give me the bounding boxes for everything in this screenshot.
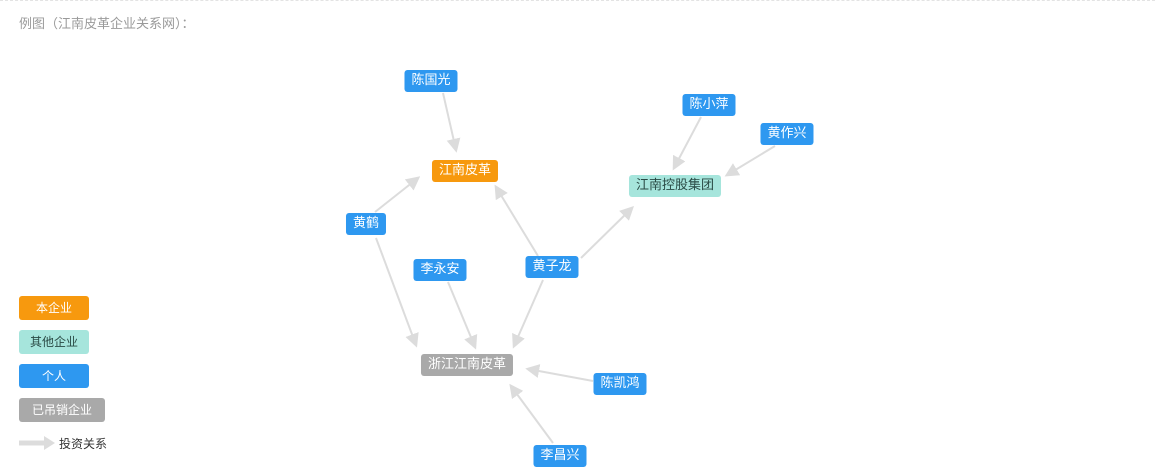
node-chen-guoguang[interactable]: 陈国光	[404, 70, 458, 92]
node-jiangnan-konggu[interactable]: 江南控股集团	[628, 175, 722, 197]
legend-revoked-enterprise: 已吊销企业	[19, 398, 105, 422]
node-huang-zuoxing[interactable]: 黄作兴	[760, 123, 814, 145]
top-divider	[0, 0, 1155, 1]
legend-self-enterprise: 本企业	[19, 296, 89, 320]
legend-investment-relation: 投资关系	[19, 433, 129, 453]
node-huang-zilong[interactable]: 黄子龙	[525, 256, 579, 278]
edge-chen_guoguang-jiangnan_pige	[442, 92, 461, 153]
node-li-changxing[interactable]: 李昌兴	[533, 445, 587, 467]
arrow-icon	[19, 436, 55, 450]
node-huang-he[interactable]: 黄鹤	[345, 213, 387, 235]
legend-person: 个人	[19, 364, 89, 388]
edge-chen_xiaoping-jiangnan_konggu	[672, 116, 702, 171]
node-jiangnan-pige[interactable]: 江南皮革	[431, 160, 499, 182]
diagram-title: 例图（江南皮革企业关系网）：	[19, 17, 195, 32]
legend: 本企业 其他企业 个人 已吊销企业 投资关系	[19, 296, 107, 451]
node-zhejiang-jiangnan-pige[interactable]: 浙江江南皮革	[420, 354, 514, 376]
edge-huang_zilong-jiangnan_pige	[494, 184, 539, 257]
node-chen-kaihong[interactable]: 陈凯鸿	[593, 373, 647, 395]
edge-huang_he-zhejiang_jiangnan_pige	[375, 237, 419, 348]
edge-chen_kaihong-zhejiang_jiangnan_pige	[525, 364, 594, 382]
legend-investment-label: 投资关系	[59, 437, 108, 451]
legend-other-enterprise: 其他企业	[19, 330, 89, 354]
edge-li_changxing-zhejiang_jiangnan_pige	[509, 383, 554, 444]
edge-huang_zilong-jiangnan_konggu	[580, 206, 634, 259]
edge-huang_he-jiangnan_pige	[374, 176, 421, 213]
edge-huang_zuoxing-jiangnan_konggu	[724, 145, 776, 177]
edge-huang_zilong-zhejiang_jiangnan_pige	[512, 279, 544, 349]
node-chen-xiaoping[interactable]: 陈小萍	[682, 94, 736, 116]
node-li-yongan[interactable]: 李永安	[413, 259, 467, 281]
edge-li_yongan-zhejiang_jiangnan_pige	[447, 281, 478, 350]
